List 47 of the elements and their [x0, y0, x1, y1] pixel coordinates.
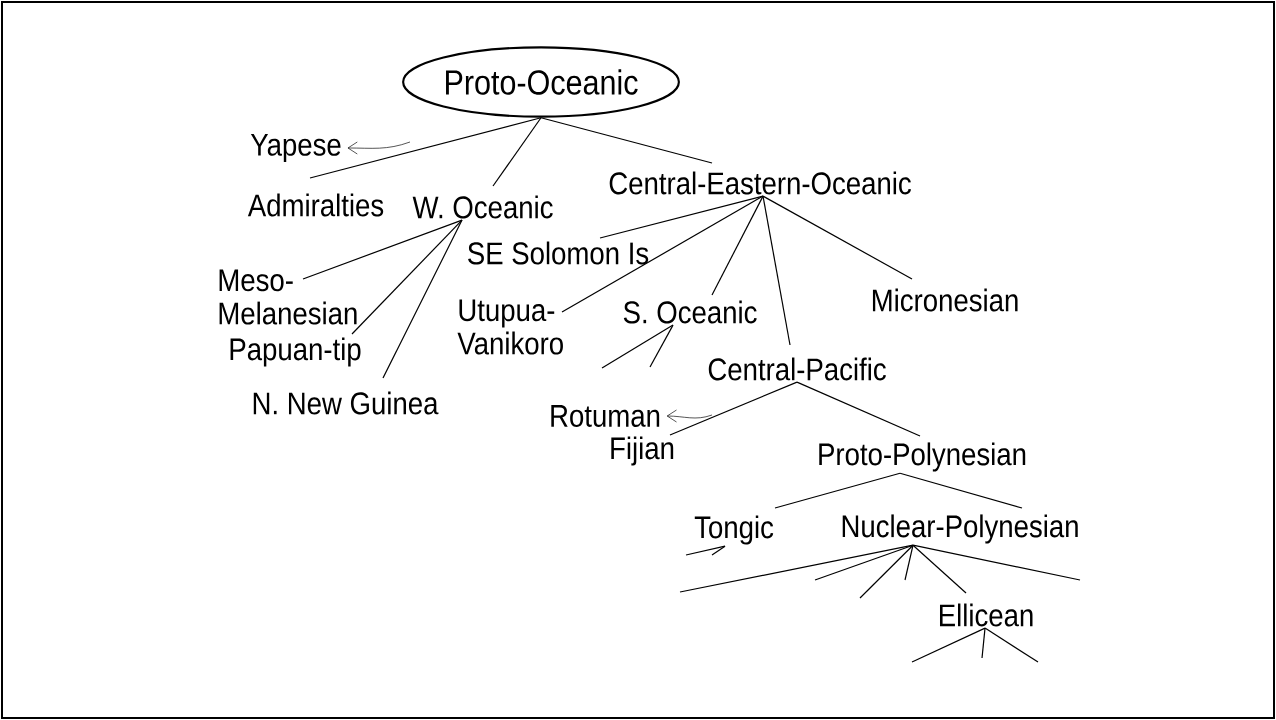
language-label: Yapese [250, 133, 341, 163]
branch-line [492, 117, 542, 187]
branch-line [796, 381, 921, 437]
language-label: Micronesian [872, 288, 1018, 312]
branch-line [899, 472, 1023, 509]
branch-line [711, 195, 764, 296]
language-label: Ellicean [940, 603, 1033, 627]
language-label: SE Solomon Is [468, 241, 649, 265]
curved-arrow [347, 141, 411, 155]
language-label: Admiralties [247, 193, 384, 217]
branch-line [912, 544, 1081, 581]
branch-line [762, 195, 791, 346]
language-label: Rotuman [551, 405, 660, 427]
branch-line [382, 219, 463, 379]
branch-line [599, 195, 764, 239]
branch-line [912, 544, 967, 594]
branch-line [984, 627, 1039, 663]
language-label: Proto-Polynesian [819, 442, 1026, 472]
branch-line [774, 472, 901, 509]
branch-line [540, 117, 713, 164]
branch-line [762, 195, 913, 280]
branch-line [685, 545, 726, 556]
branch-line [351, 219, 463, 335]
branch-line [711, 545, 726, 556]
branch-line [309, 117, 542, 179]
branch-line [904, 544, 914, 581]
language-label: Fijian [611, 436, 674, 466]
language-label: Utupua- Vanikoro [457, 299, 563, 355]
branch-line [859, 544, 914, 599]
language-label: W. Oceanic [412, 195, 553, 219]
branch-line [601, 324, 674, 369]
language-label: Papuan-tip [230, 337, 361, 367]
branch-line [669, 381, 798, 436]
branch-line [981, 627, 986, 659]
language-label: Central-Pacific [708, 357, 886, 381]
language-label: N. New Guinea [253, 391, 439, 415]
language-label: Nuclear-Polynesian [842, 514, 1078, 544]
branch-line [814, 544, 914, 581]
language-label: Tongic [694, 515, 774, 545]
branch-line [302, 219, 463, 280]
branch-line [911, 627, 986, 663]
language-label: Central-Eastern-Oceanic [609, 171, 911, 195]
branch-line [649, 324, 674, 368]
language-label: S. Oceanic [623, 300, 757, 324]
language-label: Meso- Melanesian [219, 269, 357, 325]
curved-arrow [666, 409, 713, 423]
branch-line [561, 195, 764, 313]
